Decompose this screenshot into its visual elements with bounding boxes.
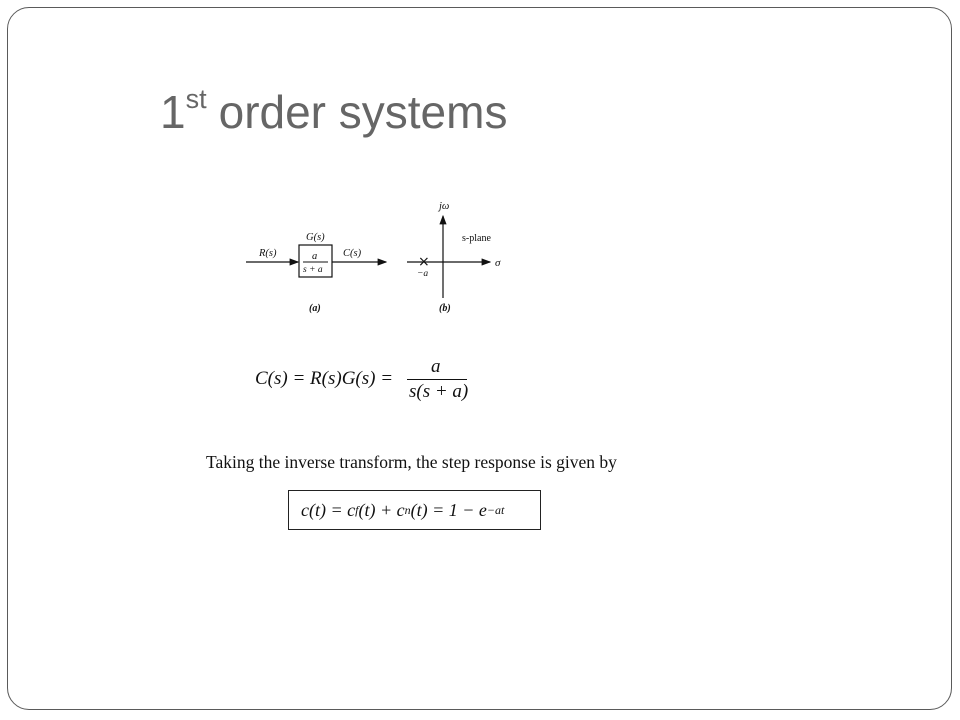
title-main: 1 bbox=[160, 86, 186, 138]
slide-frame bbox=[7, 7, 952, 710]
pole-marker: × bbox=[418, 254, 430, 270]
input-label: R(s) bbox=[258, 248, 277, 259]
slide-title: 1st order systems bbox=[160, 82, 507, 142]
title-superscript: st bbox=[185, 84, 207, 114]
transfer-block bbox=[298, 244, 333, 278]
equation1-numerator: a bbox=[431, 356, 441, 377]
real-axis-label: σ bbox=[495, 257, 501, 269]
caption-a: (a) bbox=[309, 303, 321, 314]
output-label: C(s) bbox=[343, 248, 362, 259]
eq2-part3: (t) = 1 − e bbox=[410, 499, 487, 520]
block-numerator: a bbox=[312, 251, 317, 262]
block-denominator: s + a bbox=[303, 265, 323, 275]
block-label: G(s) bbox=[306, 232, 325, 243]
pole-label: −a bbox=[417, 269, 428, 279]
eq2-sub-f: f bbox=[355, 502, 359, 517]
equation1-fraction-bar bbox=[407, 379, 467, 380]
imaginary-axis-label: jω bbox=[437, 201, 449, 212]
s-plane-label: s-plane bbox=[462, 233, 491, 244]
eq2-sub-n: n bbox=[404, 502, 411, 517]
title-rest: order systems bbox=[218, 86, 508, 138]
eq2-part2: (t) + c bbox=[358, 499, 405, 520]
eq2-exponent: −at bbox=[486, 502, 505, 517]
equation1-denominator: s(s + a) bbox=[409, 381, 469, 402]
inverse-transform-statement: Taking the inverse transform, the step r… bbox=[206, 452, 617, 472]
caption-b: (b) bbox=[439, 303, 451, 314]
equation1-lhs: C(s) = R(s)G(s) = bbox=[255, 368, 394, 389]
eq2-part1: c(t) = c bbox=[301, 499, 356, 520]
